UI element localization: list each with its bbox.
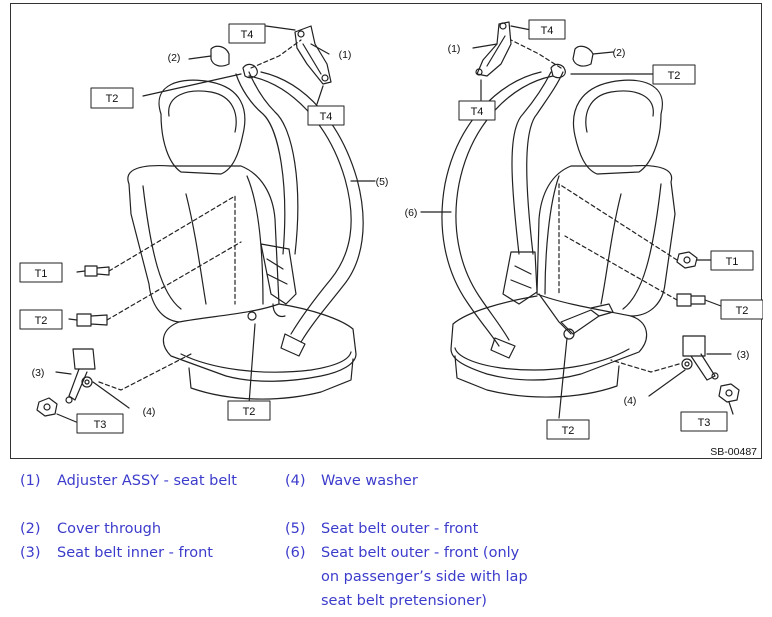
legend-text-1: Adjuster ASSY - seat belt xyxy=(57,473,237,489)
legend-num-6: (6) xyxy=(285,545,306,561)
tag-t4-left-top: T4 xyxy=(241,29,254,41)
tag-t3-right: T3 xyxy=(698,417,711,429)
callout-2-right: (2) xyxy=(613,47,626,59)
callout-4-left: (4) xyxy=(143,406,156,418)
legend-text-2: Cover through xyxy=(57,521,162,537)
diagram-code: SB-00487 xyxy=(710,446,757,458)
right-leaders xyxy=(510,39,680,373)
tag-t1-right: T1 xyxy=(726,256,739,268)
right-seat-belt-inner xyxy=(682,335,719,381)
tag-t4-left-mid: T4 xyxy=(320,111,333,123)
callout-2-left: (2) xyxy=(168,52,181,64)
legend-text-6-line2: on passenger’s side with lap xyxy=(321,569,528,585)
legend-num-2: (2) xyxy=(20,521,41,537)
torque-tag-boxes xyxy=(19,19,763,440)
left-seat xyxy=(127,79,357,400)
tag-t3-left: T3 xyxy=(94,419,107,431)
callout-3-right: (3) xyxy=(737,349,750,361)
right-seat xyxy=(450,79,676,398)
left-belt-outer xyxy=(235,63,364,357)
legend-num-5: (5) xyxy=(285,521,306,537)
callout-numbers: (2) (1) (5) (3) (4) (1) (2) (6) (3) (4) xyxy=(32,43,750,418)
left-adjuster xyxy=(294,25,332,85)
legend-text-6-line3: seat belt pretensioner) xyxy=(321,593,487,609)
right-callout-lines xyxy=(420,25,734,419)
callout-4-right: (4) xyxy=(624,395,637,407)
seat-belt-diagram: T4 T2 T4 T1 T2 T2 T3 T4 T2 T4 T1 T2 T2 T… xyxy=(10,3,763,459)
tag-t2-right-top: T2 xyxy=(668,70,681,82)
legend-text-6: Seat belt outer - front (only xyxy=(321,545,520,561)
right-cover-through xyxy=(572,45,594,67)
callout-1-left: (1) xyxy=(339,49,352,61)
callout-3-left: (3) xyxy=(32,367,45,379)
tag-t4-right-mid: T4 xyxy=(471,106,484,118)
legend-text-3: Seat belt inner - front xyxy=(57,545,213,561)
legend-num-3: (3) xyxy=(20,545,41,561)
left-cover-through xyxy=(210,45,230,67)
diagram-drawing: T4 T2 T4 T1 T2 T2 T3 T4 T2 T4 T1 T2 T2 T… xyxy=(19,19,763,458)
legend-text-5: Seat belt outer - front xyxy=(321,521,479,537)
tag-t2-left-side: T2 xyxy=(35,315,48,327)
callout-6: (6) xyxy=(405,207,418,219)
torque-tag-labels: T4 T2 T4 T1 T2 T2 T3 T4 T2 T4 T1 T2 T2 T… xyxy=(35,25,749,437)
tag-t2-right-side: T2 xyxy=(736,305,749,317)
legend-text-4: Wave washer xyxy=(321,473,418,489)
tag-t2-left-top: T2 xyxy=(106,93,119,105)
callout-5: (5) xyxy=(376,176,389,188)
left-leaders xyxy=(98,39,302,391)
right-bolts xyxy=(676,251,740,403)
tag-t1-left: T1 xyxy=(35,268,48,280)
left-callout-lines xyxy=(55,25,376,425)
tag-t4-right-top: T4 xyxy=(541,25,554,37)
tag-t2-left-bottom: T2 xyxy=(243,406,256,418)
right-adjuster xyxy=(475,21,512,77)
left-seat-belt-inner xyxy=(65,348,96,404)
legend-num-4: (4) xyxy=(285,473,306,489)
tag-t2-right-bottom: T2 xyxy=(562,425,575,437)
callout-1-right: (1) xyxy=(448,43,461,55)
legend-num-1: (1) xyxy=(20,473,41,489)
